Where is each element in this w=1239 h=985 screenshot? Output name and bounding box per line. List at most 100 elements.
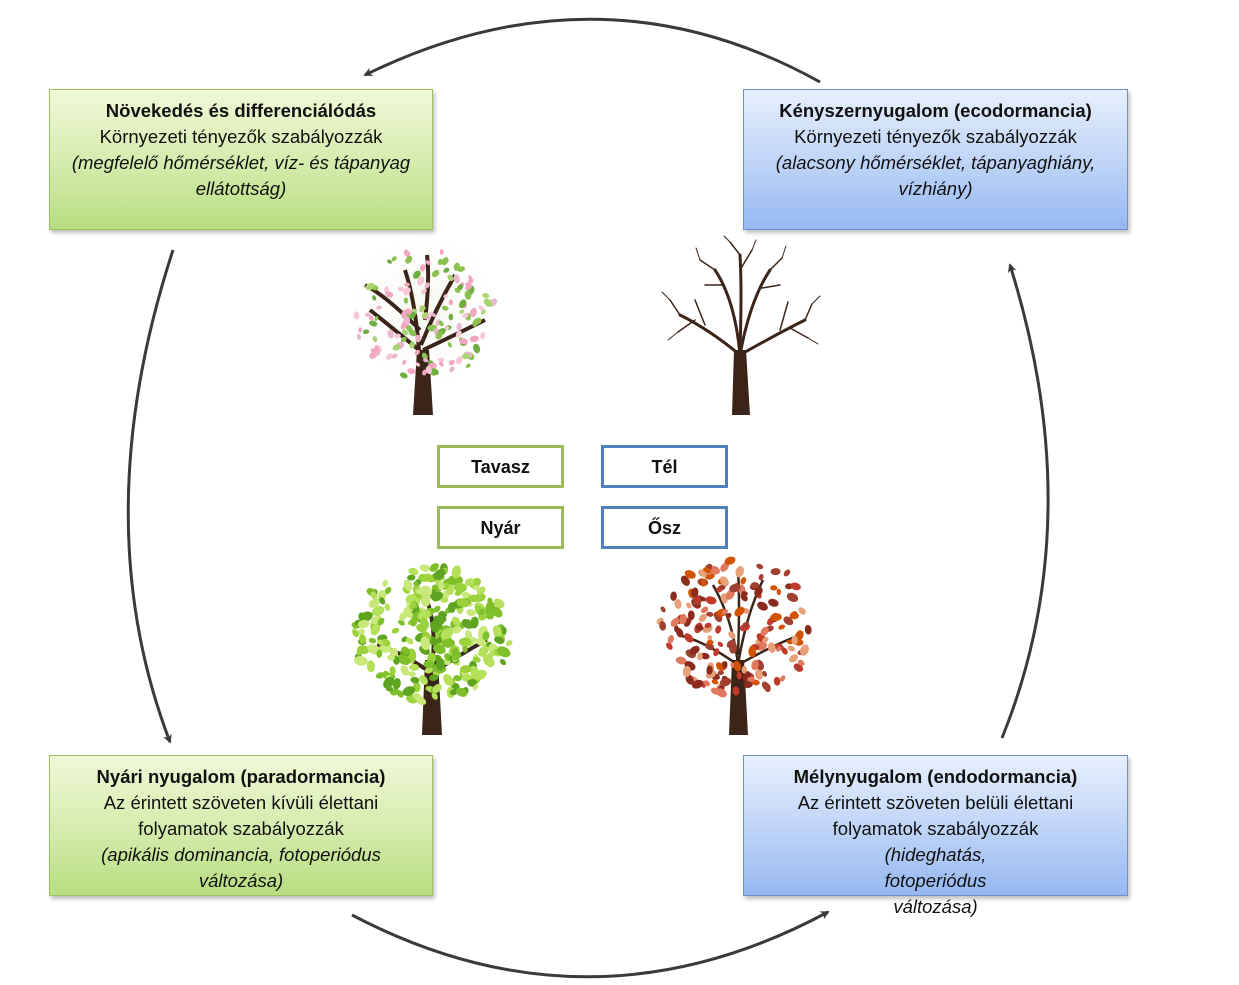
leaf xyxy=(368,598,380,608)
leaf xyxy=(441,638,455,648)
leaf xyxy=(447,274,454,282)
leaf xyxy=(804,624,812,635)
leaf xyxy=(437,258,443,266)
summer-tree-icon xyxy=(351,563,513,735)
leaf xyxy=(455,687,468,697)
leaf xyxy=(670,617,680,627)
leaf xyxy=(700,606,709,614)
leaf xyxy=(449,366,455,373)
leaf xyxy=(402,329,408,336)
leaf xyxy=(726,612,732,619)
leaf xyxy=(389,666,396,675)
leaf xyxy=(425,366,432,375)
phase-endodormancy-box: Mélynyugalom (endodormancia) Az érintett… xyxy=(743,755,1128,917)
leaf xyxy=(740,577,747,585)
leaf xyxy=(751,659,759,671)
leaf xyxy=(384,586,392,595)
leaf xyxy=(448,359,455,366)
leaf xyxy=(384,286,389,293)
phase-description: Az érintett szöveten belüli élettani fol… xyxy=(797,792,1074,839)
leaf xyxy=(679,613,687,625)
leaf xyxy=(742,621,750,627)
leaf xyxy=(758,573,764,581)
leaf xyxy=(362,329,370,335)
leaf xyxy=(703,680,711,687)
leaf xyxy=(778,624,786,630)
leaf xyxy=(422,369,427,376)
leaf xyxy=(376,305,382,310)
leaf xyxy=(379,597,386,605)
leaf xyxy=(462,312,469,319)
leaf xyxy=(421,312,428,319)
leaf xyxy=(789,654,799,663)
leaf xyxy=(425,260,431,265)
leaf xyxy=(374,351,381,356)
cycle-arrow-icon xyxy=(1000,263,1050,739)
season-label-winter: Tél xyxy=(601,445,728,488)
leaf xyxy=(448,299,454,306)
leaf xyxy=(475,637,486,647)
leaf xyxy=(472,656,481,663)
leaf xyxy=(439,361,444,367)
leaf xyxy=(403,287,411,296)
leaf xyxy=(478,645,489,657)
leaf xyxy=(674,599,682,609)
leaf xyxy=(397,654,411,666)
leaf xyxy=(781,647,788,655)
leaf xyxy=(459,665,472,674)
leaf xyxy=(757,601,768,611)
leaf xyxy=(392,678,401,690)
leaf xyxy=(429,674,439,681)
leaf xyxy=(783,570,791,577)
leaf xyxy=(405,594,417,603)
leaf xyxy=(675,656,687,665)
leaf xyxy=(402,686,416,696)
leaf xyxy=(409,311,416,319)
phase-ecodormancy-box: Kényszernyugalom (ecodormancia) Környeze… xyxy=(743,89,1128,230)
leaf xyxy=(482,631,490,641)
leaf xyxy=(469,335,479,343)
leaf xyxy=(448,313,454,321)
leaf xyxy=(431,692,438,700)
leaf xyxy=(394,333,401,339)
leaf xyxy=(494,636,505,645)
leaf xyxy=(409,663,420,671)
leaf xyxy=(795,664,800,671)
leaf xyxy=(464,290,472,300)
leaf xyxy=(375,672,385,679)
leaf xyxy=(451,565,462,579)
leaf xyxy=(420,592,431,607)
leaf xyxy=(443,267,450,273)
leaf xyxy=(478,305,485,311)
leaf xyxy=(423,660,435,669)
leaf xyxy=(779,675,786,682)
leaf xyxy=(382,579,388,587)
autumn-tree-icon xyxy=(656,556,812,735)
leaf xyxy=(480,332,486,340)
leaf xyxy=(468,678,478,685)
leaf xyxy=(431,269,440,278)
leaf xyxy=(354,656,368,666)
leaf xyxy=(736,671,742,680)
leaf xyxy=(748,646,757,658)
leaf xyxy=(356,628,366,635)
leaf xyxy=(408,671,416,677)
leaf xyxy=(761,681,770,691)
leaf xyxy=(695,624,704,631)
leaf xyxy=(670,591,677,601)
leaf xyxy=(370,591,378,600)
leaf xyxy=(418,587,427,597)
leaf xyxy=(366,660,376,673)
cycle-arrow-icon xyxy=(126,249,175,744)
leaf xyxy=(418,573,430,582)
leaf xyxy=(403,249,411,258)
leaf xyxy=(505,640,513,647)
leaf xyxy=(711,679,719,685)
leaf xyxy=(473,343,481,354)
leaf xyxy=(399,372,408,379)
cycle-arrow-icon xyxy=(363,17,821,84)
leaf xyxy=(402,359,407,365)
leaf xyxy=(704,622,712,629)
leaf xyxy=(409,341,415,349)
leaf xyxy=(412,270,421,279)
